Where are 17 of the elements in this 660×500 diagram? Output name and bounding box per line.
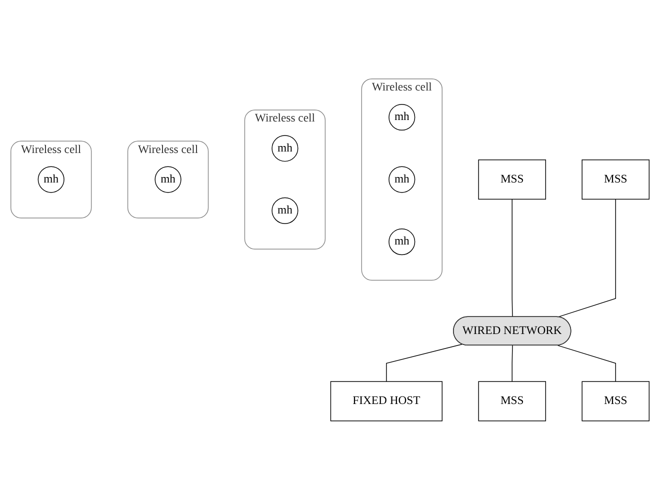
connector	[512, 345, 513, 382]
node-circle: mh	[388, 104, 416, 131]
connector	[557, 198, 616, 318]
node-circle: mh	[272, 198, 298, 224]
node-circle: mh	[154, 166, 182, 193]
node-circle: mh	[388, 166, 416, 193]
node-circle: mh	[38, 166, 64, 193]
node-circle: mh	[272, 135, 298, 162]
node-box: MSS	[582, 160, 650, 200]
node-circle: mh	[388, 228, 416, 256]
node-box: MSS	[582, 381, 650, 422]
node-box: FIXED HOST	[330, 381, 442, 422]
node-box: MSS	[478, 160, 546, 200]
node-box: MSS	[478, 381, 546, 422]
connector	[386, 344, 463, 382]
connector	[512, 198, 513, 318]
connector	[557, 345, 616, 382]
